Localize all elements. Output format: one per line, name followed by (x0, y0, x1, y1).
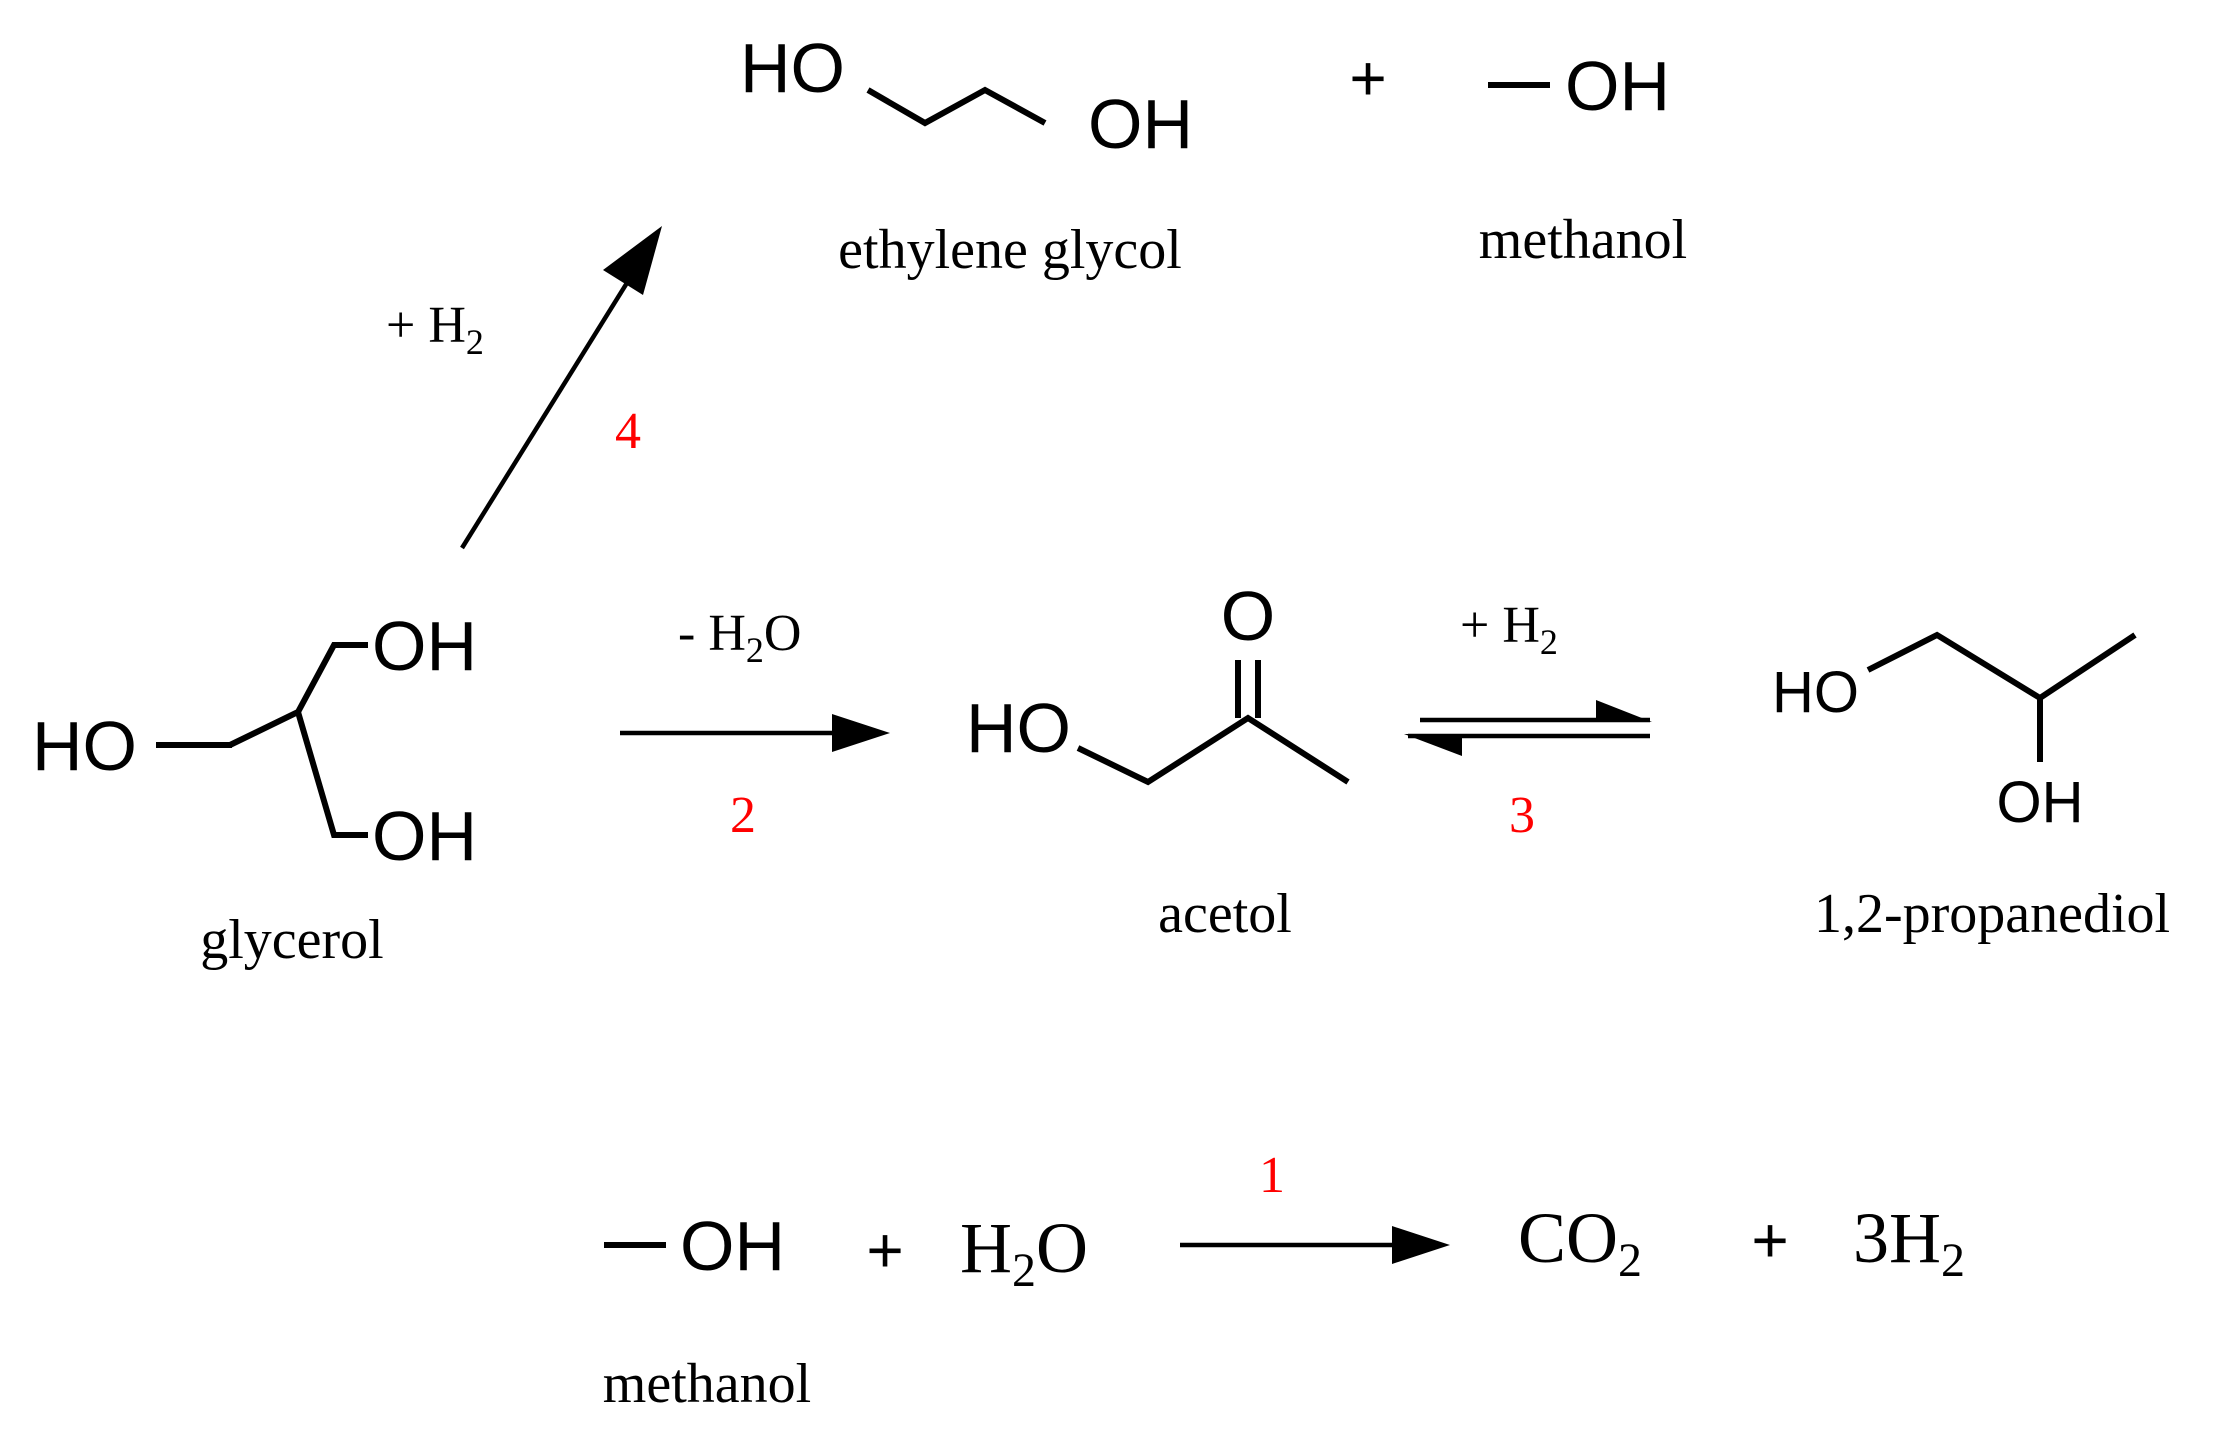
propanediol-chain-bonds (1866, 631, 2137, 702)
ethylene-glycol-structure: HO OH (740, 29, 1193, 163)
equation1-co2: CO2 (1518, 1198, 1642, 1287)
acetol-structure: HO O (966, 577, 1350, 786)
glycerol-oh-bottom-label: OH (372, 797, 477, 875)
acetol-name: acetol (1158, 883, 1292, 945)
ethylene-glycol-oh-label: OH (1088, 85, 1193, 163)
equation1-plus-1: + (866, 1214, 903, 1286)
step2-water-condition: - H2O (678, 605, 801, 670)
methanol-bottom-oh-label: OH (680, 1207, 785, 1285)
step1-arrow-head (1392, 1226, 1450, 1264)
glycerol-oh-top-label: OH (372, 607, 477, 685)
ethylene-glycol-bonds (866, 86, 1047, 127)
methanol-top-name: methanol (1479, 209, 1687, 271)
acetol-o-label: O (1221, 577, 1275, 655)
propanediol-name: 1,2-propanediol (1814, 883, 2170, 945)
step3-equilibrium-arrows (1404, 700, 1652, 756)
step1-number: 1 (1259, 1147, 1285, 1204)
step1-arrow (1180, 1226, 1450, 1264)
equation1-hydrogen: 3H2 (1853, 1198, 1965, 1287)
step4-number: 4 (615, 403, 641, 460)
step2-arrow-head (832, 714, 890, 752)
methanol-top-structure: OH (1488, 47, 1670, 125)
glycerol-lower-bonds (295, 711, 368, 838)
glycerol-structure: HO OH OH (32, 607, 477, 875)
ethylene-glycol-ho-label: HO (740, 29, 845, 107)
methanol-bottom-name: methanol (603, 1353, 811, 1415)
step3-forward-head (1596, 700, 1652, 722)
step2-arrow (620, 714, 890, 752)
step3-hydrogen-condition: + H2 (1460, 597, 1558, 662)
step2-number: 2 (730, 787, 756, 844)
equation1-water: H2O (960, 1208, 1088, 1297)
propanediol-structure: HO OH (1772, 631, 2137, 835)
step4-hydrogen-condition: + H2 (386, 297, 484, 362)
step4-arrow-line (460, 260, 642, 550)
acetol-ho-label: HO (966, 689, 1071, 767)
step4-arrow (460, 226, 662, 550)
propanediol-oh-label: OH (1997, 770, 2084, 835)
glycerol-name: glycerol (200, 909, 383, 971)
equation1-plus-2: + (1751, 1204, 1788, 1276)
step3-backward-head (1404, 734, 1462, 756)
plus-sign-top: + (1349, 42, 1386, 114)
glycerol-ho-label: HO (32, 707, 137, 785)
step4-arrow-head (603, 226, 662, 295)
methanol-top-oh-label: OH (1565, 47, 1670, 125)
ethylene-glycol-name: ethylene glycol (838, 219, 1182, 281)
step3-number: 3 (1509, 787, 1535, 844)
glycerol-upper-bonds (228, 642, 368, 748)
acetol-bonds (1076, 714, 1350, 786)
methanol-bottom-structure: OH (604, 1207, 785, 1285)
propanediol-ho-label: HO (1772, 660, 1859, 725)
